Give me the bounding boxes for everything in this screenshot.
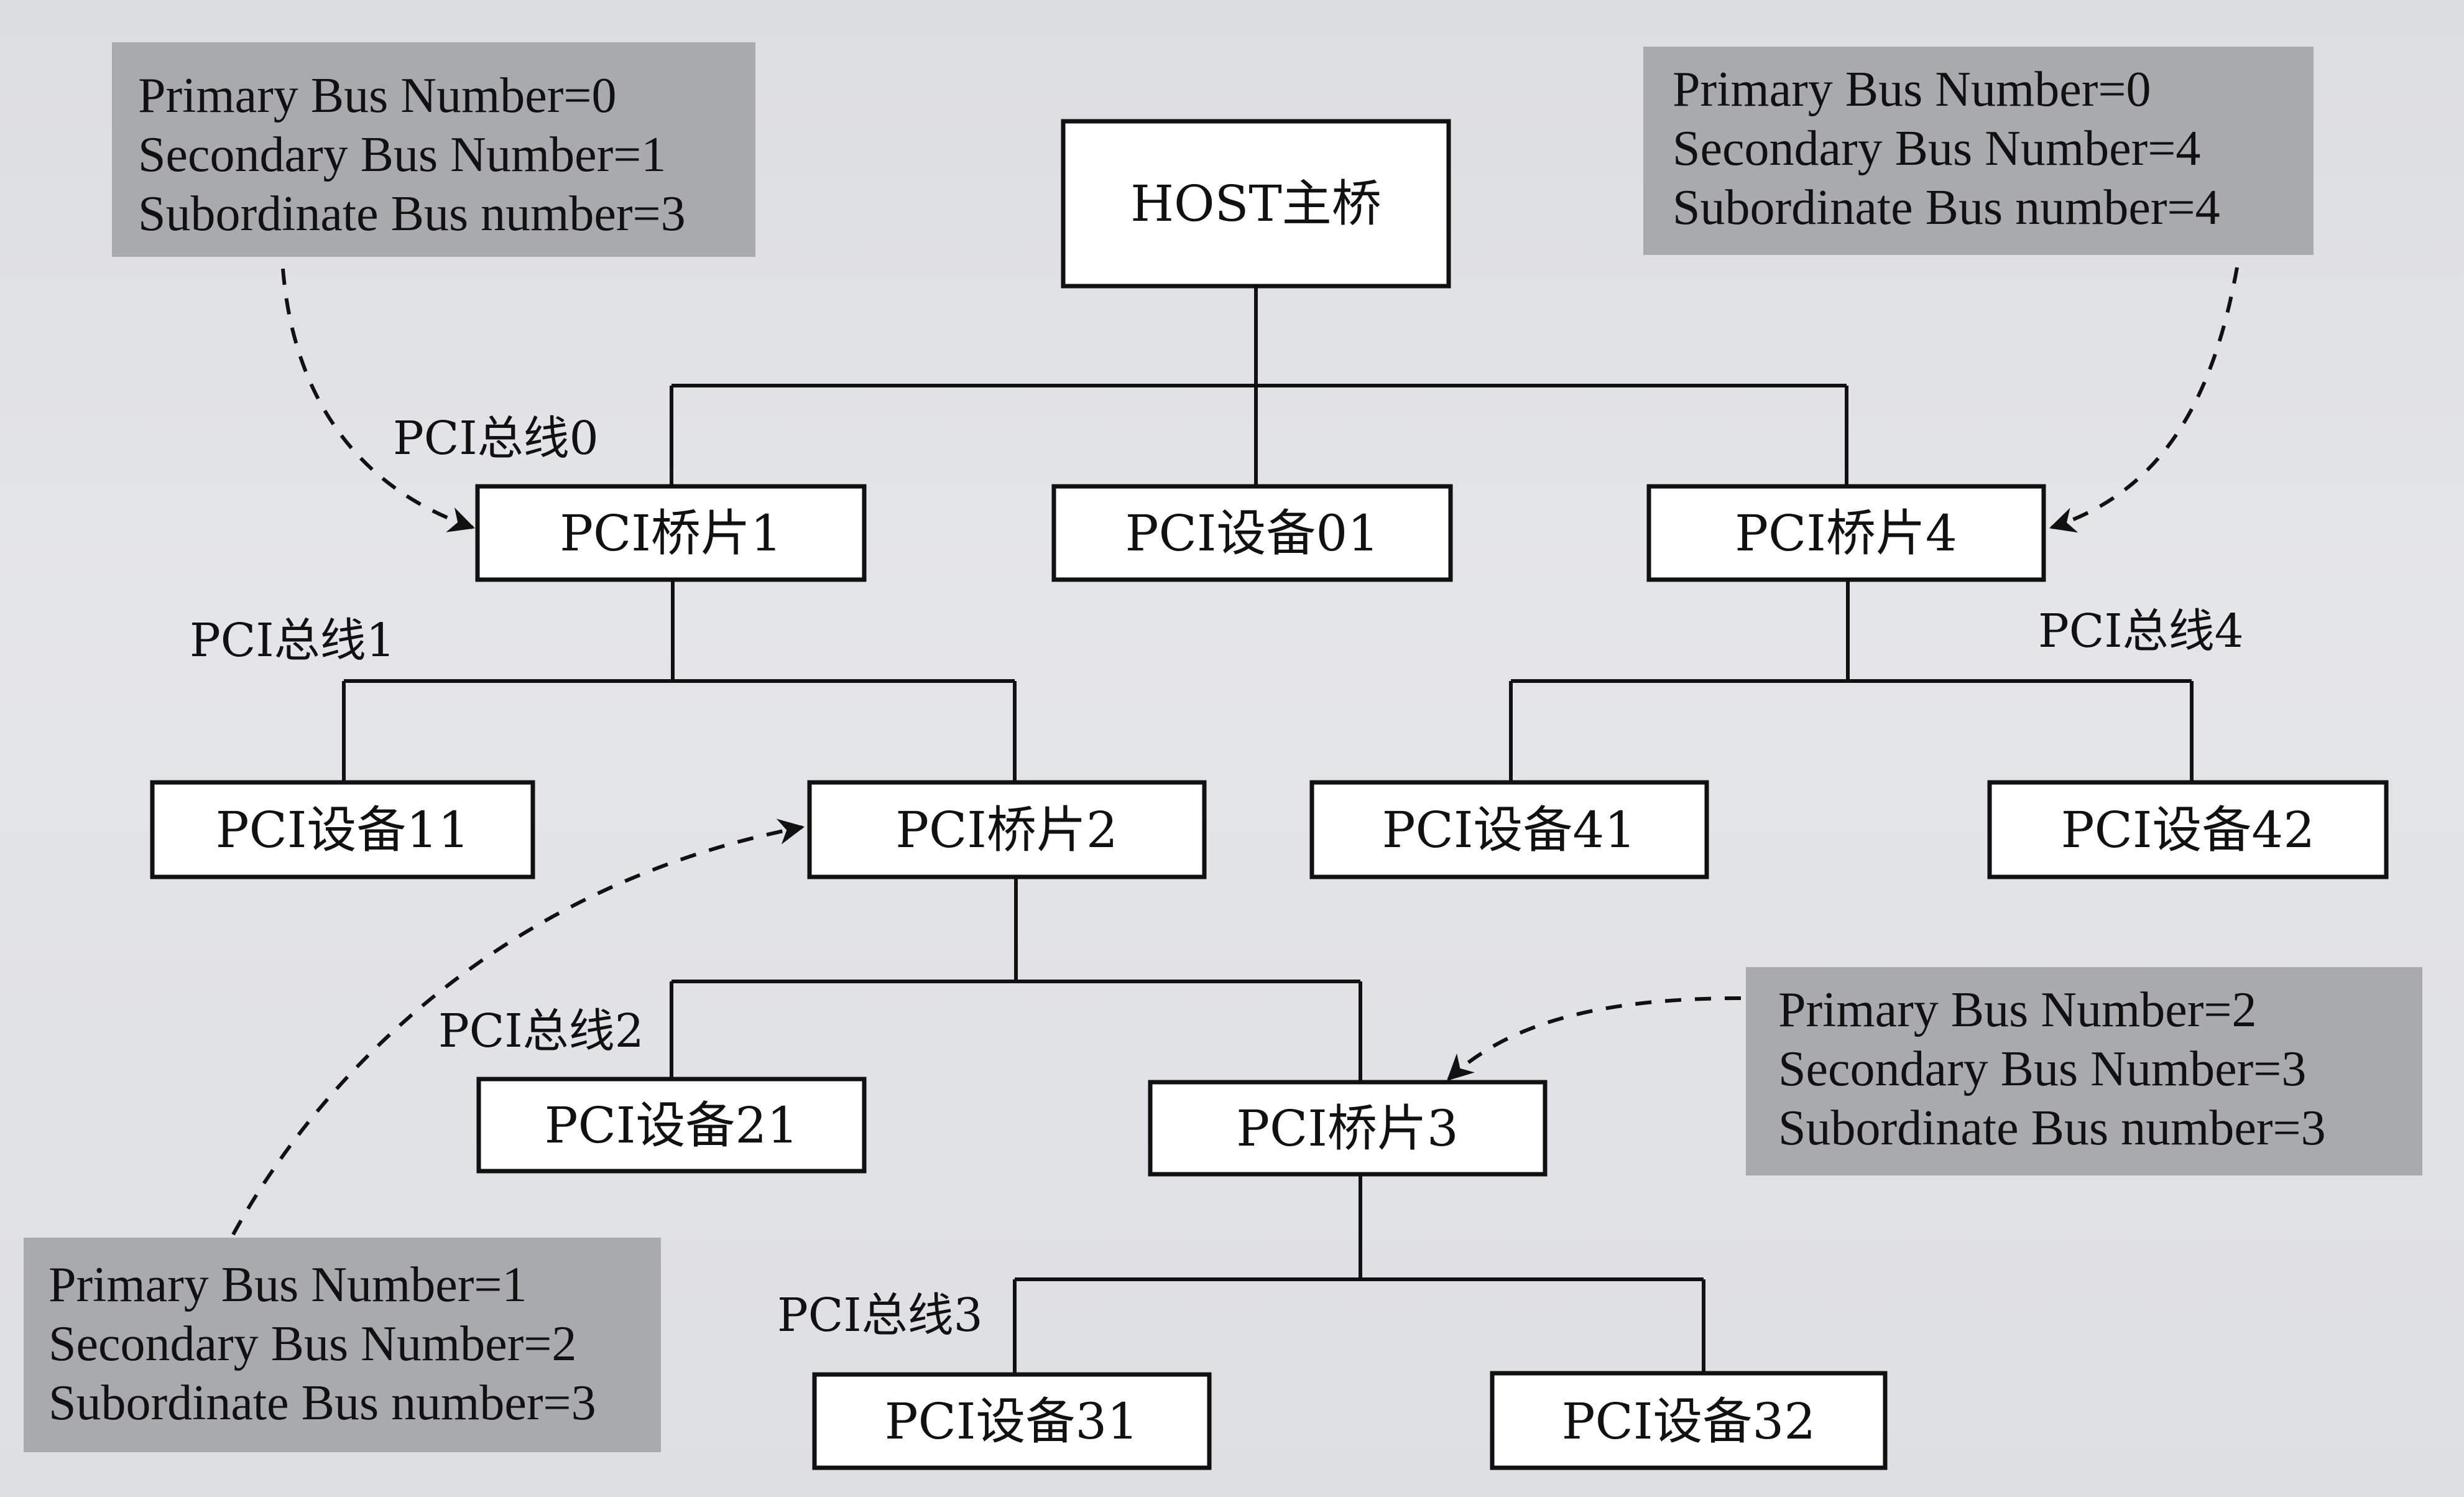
node-bridge4-label: PCI桥片4 bbox=[1735, 504, 1957, 562]
bus0-label: PCI总线0 bbox=[393, 412, 599, 465]
note-bridge3: Primary Bus Number=2 Secondary Bus Numbe… bbox=[1746, 967, 2422, 1175]
node-dev42-label: PCI设备42 bbox=[2061, 801, 2315, 859]
node-bridge2-label: PCI桥片2 bbox=[895, 801, 1118, 859]
arrow-note-to-bridge1 bbox=[281, 268, 475, 532]
note-bridge3-primary: Primary Bus Number=2 bbox=[1778, 983, 2257, 1037]
node-bridge3: PCI桥片3 bbox=[1148, 1080, 1548, 1177]
node-dev21-label: PCI设备21 bbox=[545, 1096, 798, 1154]
node-host-label: HOST主桥 bbox=[1130, 175, 1382, 233]
arrow-note-to-bridge4 bbox=[2049, 267, 2239, 533]
note-bridge4-secondary: Secondary Bus Number=4 bbox=[1673, 121, 2200, 176]
node-bridge2: PCI桥片2 bbox=[807, 780, 1207, 879]
node-bridge4: PCI桥片4 bbox=[1646, 484, 2046, 582]
note-bridge1: Primary Bus Number=0 Secondary Bus Numbe… bbox=[112, 42, 755, 257]
note-bridge3-secondary: Secondary Bus Number=3 bbox=[1778, 1042, 2306, 1096]
bus4-line bbox=[1509, 580, 2194, 782]
note-bridge1-subordinate: Subordinate Bus number=3 bbox=[138, 187, 686, 241]
bus2-line bbox=[670, 877, 1362, 1082]
note-bridge4-subordinate: Subordinate Bus number=4 bbox=[1673, 180, 2220, 235]
note-bridge1-secondary: Secondary Bus Number=1 bbox=[138, 127, 666, 182]
note-bridge2-subordinate: Subordinate Bus number=3 bbox=[48, 1376, 596, 1430]
note-bridge2: Primary Bus Number=1 Secondary Bus Numbe… bbox=[24, 1238, 661, 1452]
bus3-line bbox=[1013, 1174, 1705, 1374]
node-dev21: PCI设备21 bbox=[476, 1077, 867, 1174]
bus4-label: PCI总线4 bbox=[2038, 605, 2244, 658]
node-host: HOST主桥 bbox=[1061, 119, 1451, 289]
note-bridge2-primary: Primary Bus Number=1 bbox=[48, 1258, 527, 1312]
bus0-line bbox=[670, 286, 1848, 485]
bus2-label: PCI总线2 bbox=[438, 1004, 644, 1058]
node-dev31-label: PCI设备31 bbox=[885, 1393, 1138, 1450]
node-bridge1-label: PCI桥片1 bbox=[560, 504, 782, 562]
note-bridge4: Primary Bus Number=0 Secondary Bus Numbe… bbox=[1643, 47, 2314, 255]
node-dev32-label: PCI设备32 bbox=[1562, 1393, 1816, 1450]
node-dev11: PCI设备11 bbox=[150, 780, 535, 879]
node-dev01: PCI设备01 bbox=[1051, 484, 1453, 582]
node-dev11-label: PCI设备11 bbox=[216, 801, 469, 859]
bus3-label: PCI总线3 bbox=[777, 1289, 983, 1342]
annotation-arrows bbox=[231, 267, 2239, 1236]
note-bridge1-primary: Primary Bus Number=0 bbox=[138, 68, 617, 123]
node-dev01-label: PCI设备01 bbox=[1125, 504, 1379, 562]
bus1-label: PCI总线1 bbox=[190, 614, 395, 667]
node-bridge1: PCI桥片1 bbox=[475, 484, 867, 582]
node-dev32: PCI设备32 bbox=[1490, 1371, 1888, 1470]
node-bridge3-label: PCI桥片3 bbox=[1236, 1100, 1459, 1157]
bus1-line bbox=[342, 580, 1017, 782]
node-dev41: PCI设备41 bbox=[1309, 780, 1709, 879]
arrow-note-to-bridge3 bbox=[1446, 996, 1742, 1081]
node-dev41-label: PCI设备41 bbox=[1382, 801, 1636, 859]
note-bridge2-secondary: Secondary Bus Number=2 bbox=[48, 1317, 576, 1371]
bus-wiring bbox=[342, 286, 2194, 1374]
note-bridge4-primary: Primary Bus Number=0 bbox=[1673, 62, 2151, 117]
node-dev42: PCI设备42 bbox=[1987, 780, 2389, 879]
note-bridge3-subordinate: Subordinate Bus number=3 bbox=[1778, 1101, 2326, 1156]
node-dev31: PCI设备31 bbox=[812, 1372, 1212, 1470]
